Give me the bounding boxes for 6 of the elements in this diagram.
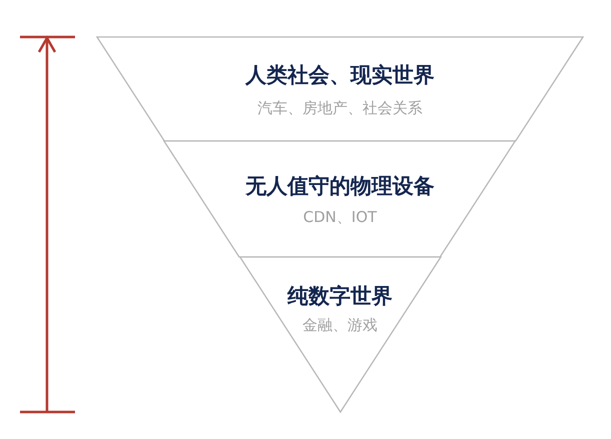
- band-heading: 纯数字世界: [287, 283, 392, 310]
- band-heading: 无人值守的物理设备: [245, 173, 434, 200]
- band-heading: 人类社会、现实世界: [246, 62, 434, 89]
- band-examples: 汽车、房地产、社会关系: [258, 99, 422, 118]
- band-examples: CDN、IOT: [303, 208, 377, 227]
- band-examples: 金融、游戏: [302, 316, 378, 335]
